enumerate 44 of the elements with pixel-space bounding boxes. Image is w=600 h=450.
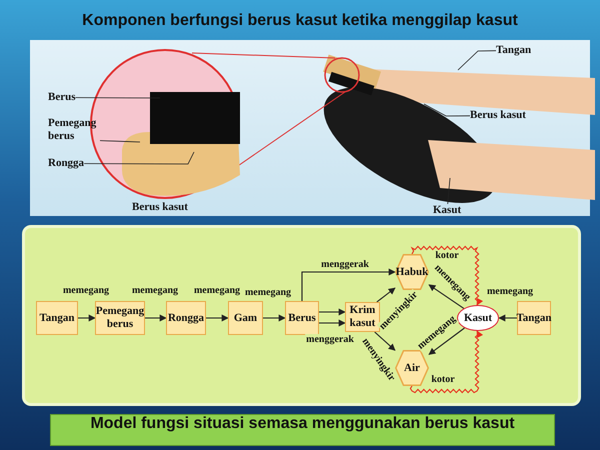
part-label: Tangan	[496, 44, 532, 57]
part-label: Berus	[48, 91, 76, 104]
arrow	[428, 328, 465, 355]
edge-label: memegang	[62, 285, 110, 297]
wavy-arrow	[410, 246, 484, 306]
arrow	[319, 320, 346, 326]
arrow	[145, 314, 167, 322]
arrow	[374, 332, 396, 351]
process-box: Tangan	[517, 301, 551, 335]
arrow	[319, 308, 346, 316]
leader-line	[100, 140, 140, 142]
edge-label: menggerak	[320, 259, 370, 271]
arrow	[301, 268, 396, 301]
arrow	[206, 314, 229, 322]
arrow	[263, 314, 286, 322]
arrow	[428, 284, 464, 309]
edge-label: memegang	[486, 286, 534, 298]
title: Komponen berfungsi berus kasut ketika menggilap kasut	[81, 12, 519, 30]
image-caption: Berus kasut	[132, 201, 188, 214]
part-label: Rongga	[48, 157, 84, 170]
part-label: Kasut	[433, 204, 462, 217]
process-box: Pemegang berus	[95, 301, 145, 335]
process-box: Berus	[285, 301, 319, 335]
process-box: Krim kasut	[345, 302, 380, 332]
edge-label: memegang	[244, 287, 292, 299]
process-box: Gam	[228, 301, 263, 335]
leader-line	[84, 152, 194, 164]
edge-label: memegang	[130, 285, 180, 297]
arrow	[78, 314, 96, 322]
leader-line	[424, 104, 470, 116]
caption: Model fungsi situasi semasa menggunakan berus kasut	[50, 414, 555, 446]
process-box: Rongga	[166, 301, 206, 335]
edge-label: menggerak	[305, 334, 355, 346]
leader-line	[75, 97, 160, 98]
process-box: Tangan	[36, 301, 78, 335]
hexagon-node: Air	[395, 350, 429, 386]
edge-label: memegang	[192, 285, 242, 297]
arrow	[376, 288, 396, 302]
part-label: Berus kasut	[470, 109, 526, 122]
arrow	[498, 314, 517, 322]
hexagon-node: Habuk	[395, 254, 429, 290]
leader-line	[458, 50, 496, 70]
wavy-arrow	[410, 330, 484, 394]
leader-line	[447, 178, 450, 204]
